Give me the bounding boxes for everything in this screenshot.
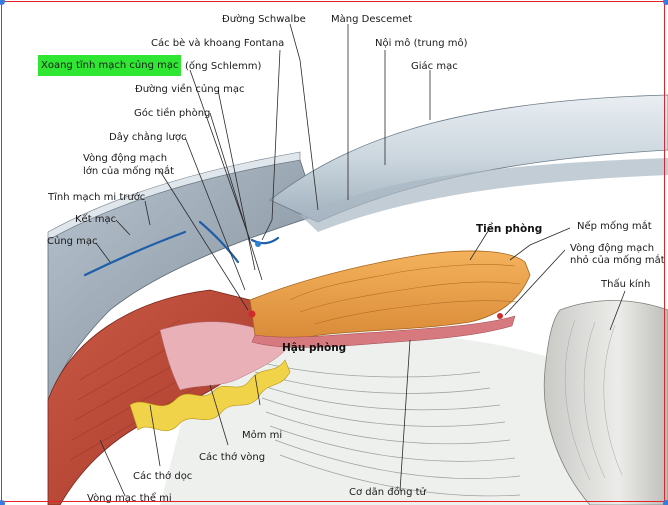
blue-vessels (83, 220, 280, 277)
label-anterior-chamber: Tiền phòng (476, 222, 542, 235)
label-dilator-pupillae: Cơ dãn đồng tử (349, 486, 427, 498)
resize-handle-top-right[interactable] (663, 0, 668, 5)
label-lens: Thấu kính (600, 278, 650, 290)
label-major-arterial-circle-line1: Vòng động mạch (83, 152, 167, 164)
schlemm-canal-dot (255, 241, 261, 247)
leader-lines (95, 23, 626, 497)
minor-arterial-circle-dot (497, 313, 503, 319)
label-posterior-chamber: Hậu phòng (282, 342, 346, 354)
highlighted-label-schlemm: Xoang tĩnh mạch củng mạc (38, 55, 182, 76)
zonular-fibers (249, 359, 521, 497)
label-schwalbe-line: Đường Schwalbe (222, 13, 306, 25)
label-anterior-ciliary-vein: Tĩnh mạch mi trước (47, 191, 145, 203)
label-scleral-venous-sinus: Xoang tĩnh mạch củng mạc (41, 60, 179, 71)
lens-layers (564, 319, 623, 481)
major-arterial-circle-dot (248, 310, 256, 318)
cornea-shape (269, 94, 668, 223)
label-endothelium: Nội mô (trung mô) (375, 37, 468, 49)
lens-shape (543, 300, 668, 505)
cornea-inner-layer (300, 158, 668, 232)
label-fontana-spaces: Các bè và khoang Fontana (151, 37, 284, 49)
label-sclera: Củng mạc (47, 235, 98, 247)
label-pectinate-ligament: Dây chằng lược (109, 130, 187, 143)
iris-posterior-pigment (251, 315, 516, 348)
label-ciliary-process: Mỏm mi (242, 429, 282, 441)
label-scleral-limbus: Đường viền củng mạc (135, 83, 245, 95)
resize-handle-top-left[interactable] (0, 0, 5, 5)
label-major-arterial-circle-line2: lớn của mống mắt (83, 164, 174, 177)
label-cornea: Giác mạc (411, 60, 458, 72)
resize-handle-bottom-left[interactable] (0, 500, 5, 505)
label-minor-arterial-circle-line2: nhỏ của mống mắt (570, 253, 665, 266)
label-schlemm-canal-suffix: (ống Schlemm) (185, 60, 261, 72)
label-iridocorneal-angle: Góc tiền phòng (134, 107, 210, 119)
label-circular-fibers: Các thớ vòng (199, 451, 265, 463)
iris-shape (249, 250, 531, 342)
ciliary-processes (129, 359, 291, 432)
label-ciliary-veins: Vòng mạc thể mi (87, 491, 172, 504)
label-minor-arterial-circle-line1: Vòng động mạch (570, 242, 654, 254)
iris-folds (289, 264, 521, 325)
label-conjunctiva: Kết mạc (75, 213, 116, 225)
label-descemet-membrane: Màng Descemet (331, 13, 412, 25)
label-iris-fold: Nếp mống mắt (577, 219, 652, 232)
resize-handle-bottom-right[interactable] (663, 500, 668, 505)
label-longitudinal-fibers: Các thớ dọc (133, 470, 192, 482)
